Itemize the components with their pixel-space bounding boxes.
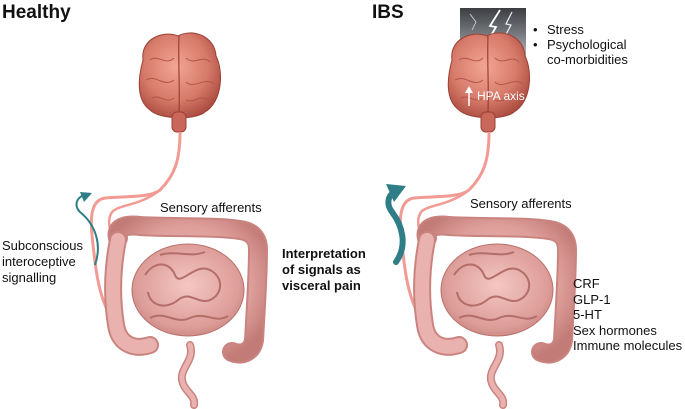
molecule-item: 5-HT <box>573 307 602 322</box>
stressor-item: Stress <box>533 22 628 37</box>
sensory-nerve <box>89 131 182 316</box>
brain-icon <box>138 32 221 133</box>
up-arrow-icon <box>75 192 99 266</box>
brain-icon <box>447 32 530 133</box>
subconscious-signalling-label: Subconscious interoceptive signalling <box>2 238 83 285</box>
molecule-item: Immune molecules <box>573 338 683 353</box>
hpa-axis-label: HPA axis <box>477 89 525 103</box>
molecule-list: CRF GLP-1 5-HT Sex hormones Immune molec… <box>573 276 682 354</box>
healthy-title: Healthy <box>2 2 71 23</box>
visceral-pain-arrow-icon <box>385 184 406 265</box>
healthy-sensory-afferents-label: Sensory afferents <box>160 200 262 215</box>
healthy-panel <box>75 32 269 409</box>
molecule-item: CRF <box>573 276 600 291</box>
intestine-icon <box>413 215 578 409</box>
molecule-item: Sex hormones <box>573 322 657 338</box>
hpa-up-arrow-icon <box>465 86 473 106</box>
ibs-title: IBS <box>372 2 404 23</box>
molecule-item: GLP-1 <box>573 291 611 307</box>
ibs-sensory-afferents-label: Sensory afferents <box>470 196 572 211</box>
visceral-pain-label: Interpretation of signals as visceral pa… <box>282 246 366 293</box>
sensory-nerve <box>398 131 491 316</box>
ibs-panel <box>385 8 578 409</box>
intestine-icon <box>104 215 269 409</box>
